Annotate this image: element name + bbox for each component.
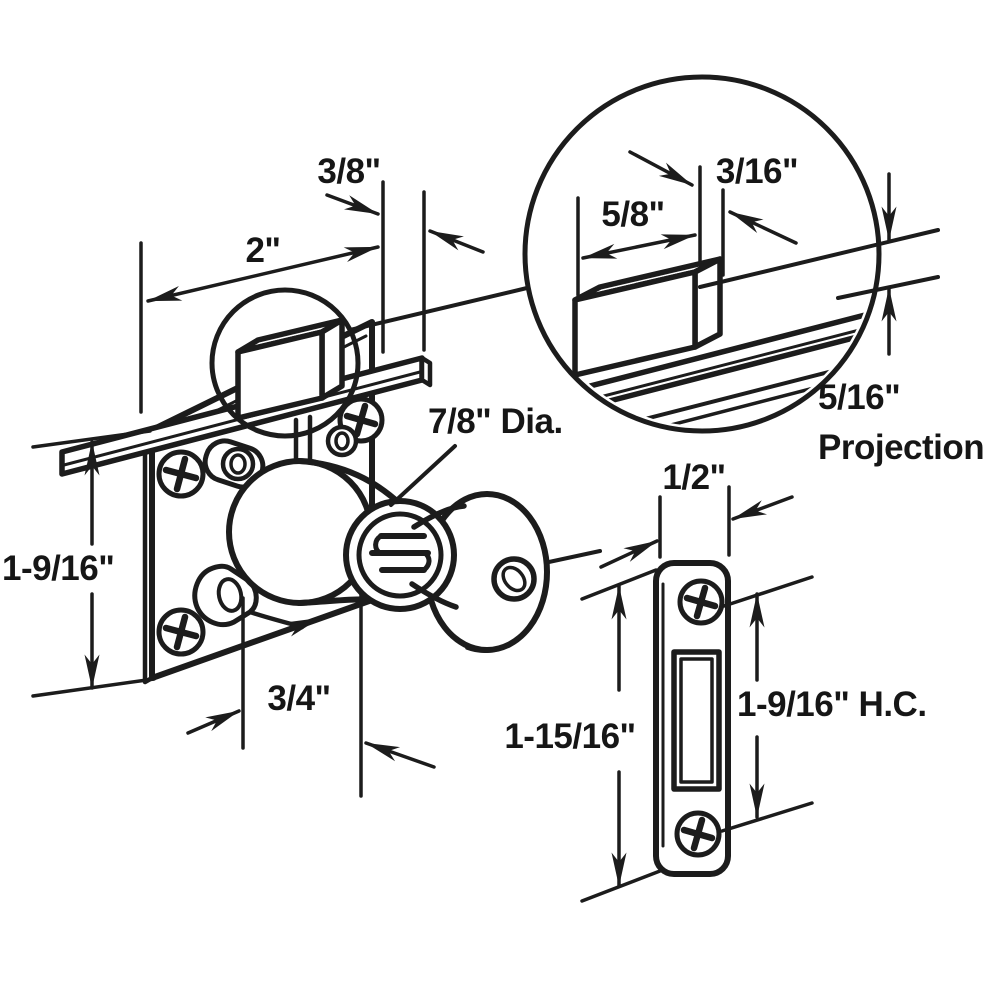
- dim-label-projection-word: Projection: [818, 428, 984, 467]
- dim-label-3-16: 3/16": [716, 152, 798, 191]
- detail-bolt: [572, 256, 723, 378]
- dim-label-strike-height: 1-15/16": [504, 717, 635, 756]
- arrow-3-4-right: [364, 741, 436, 769]
- key-head-inner-arc: [465, 606, 543, 654]
- dim-label-hole-centers: 1-9/16" H.C.: [737, 685, 927, 724]
- lock-assembly: [59, 286, 602, 685]
- arrow-3-16-right: [728, 210, 798, 245]
- keyway-and-key-shaft: [369, 503, 467, 610]
- dim-label-body-height: 1-9/16": [2, 549, 114, 588]
- key-hole: [491, 556, 537, 602]
- detail-circle: [522, 74, 882, 434]
- arrow-3-8-right: [428, 229, 485, 254]
- detail-view: 5/8" 3/16" 5/16" Projection: [522, 74, 985, 467]
- leader-cylinder-dia: [389, 444, 457, 507]
- detail-connector-line: [348, 286, 529, 332]
- strike-dimensions: 1/2" 1-15/16" 1-9/16" H.C.: [504, 458, 927, 903]
- dimension-line-5-8: [581, 233, 697, 260]
- arrow-3-16-left: [628, 150, 694, 187]
- dim-label-cylinder-dia: 7/8" Dia.: [428, 402, 563, 441]
- strike-plate-assembly: [653, 560, 731, 877]
- edge-arrow: [260, 616, 322, 641]
- reference-line-hc-bottom: [720, 801, 814, 833]
- reference-line-height-top: [31, 429, 152, 449]
- dim-label-projection-value: 5/16": [818, 378, 900, 417]
- strike-screw-bottom: [674, 810, 722, 858]
- reference-line-hc-top: [722, 575, 814, 608]
- arrow-3-8-left: [325, 193, 380, 216]
- lock-cylinder: [226, 458, 550, 654]
- reference-line-strike-height-bottom: [580, 869, 662, 903]
- strike-screw-top: [677, 578, 725, 626]
- reference-line-projection-top: [698, 228, 940, 289]
- dimension-line-2in: [146, 245, 380, 303]
- dim-label-3-4: 3/4": [267, 679, 330, 718]
- plate-screw-top-left: [156, 449, 206, 499]
- dim-label-3-8: 3/8": [317, 152, 380, 191]
- dim-label-strike-width: 1/2": [662, 458, 725, 497]
- dim-label-2in: 2": [245, 231, 280, 270]
- main-dimensions: 2" 3/8" 1-9/16" 3/4" 7/8" Dia.: [2, 152, 563, 798]
- plate-screw-bottom-left: [156, 607, 206, 657]
- arrow-3-4-left: [186, 709, 241, 735]
- arrow-1-2-right: [731, 495, 794, 521]
- arrow-1-2-left: [599, 539, 659, 569]
- dim-label-5-8: 5/8": [601, 195, 664, 234]
